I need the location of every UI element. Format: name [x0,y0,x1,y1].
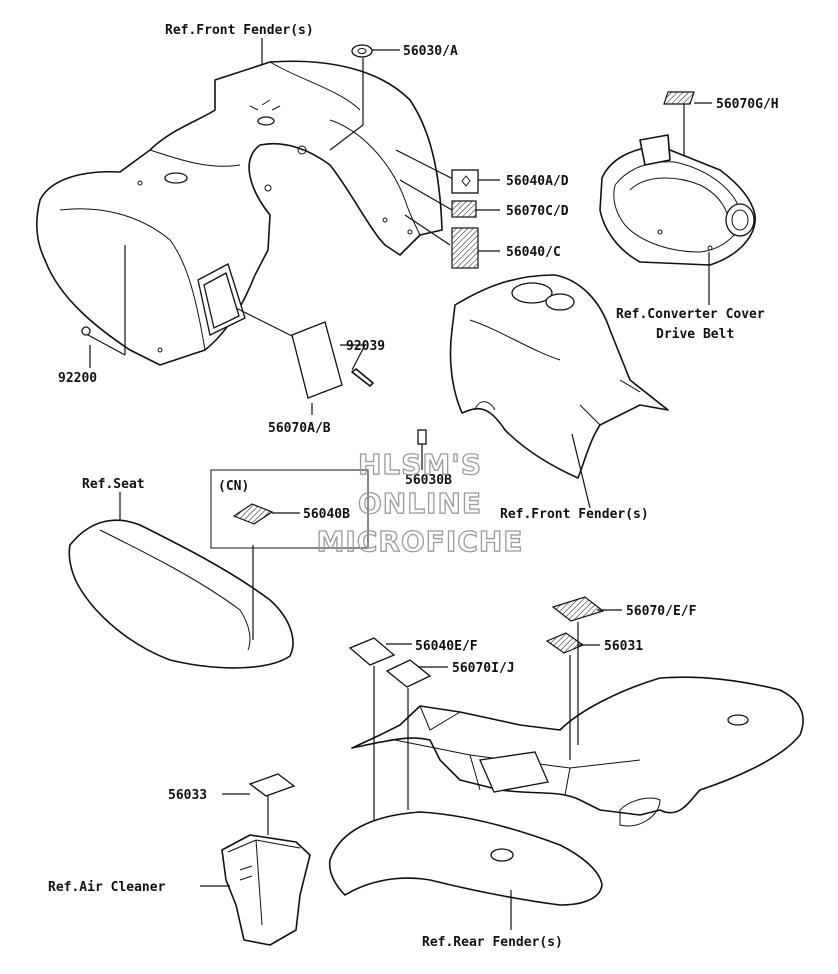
label-56031: 56031 [604,639,643,654]
label-92200: 92200 [58,371,97,386]
cn-box [210,469,369,640]
label-ref-seat: Ref.Seat [82,477,145,492]
top-small-parts [81,44,479,399]
label-drive-belt: Drive Belt [656,327,734,342]
label-ref-converter-cover: Ref.Converter Cover [616,307,765,322]
label-56040c: 56040/C [506,245,561,260]
label-56040ad: 56040A/D [506,174,569,189]
label-56070ef: 56070/E/F [626,604,697,619]
watermark: HLSM'S ONLINE MICROFICHE [316,447,524,558]
label-ref-front-fender-top: Ref.Front Fender(s) [165,23,314,38]
label-56070gh: 56070G/H [716,97,779,112]
label-56040ef: 56040E/F [415,639,478,654]
rear-decals [348,596,622,820]
label-ref-rear-fender: Ref.Rear Fender(s) [422,935,563,950]
rear-fender-drawing [328,676,804,930]
label-56030b: 56030B [405,473,452,488]
front-fender-top-drawing [35,60,443,366]
seat-drawing [68,492,294,669]
leader-lines-top [87,38,500,415]
label-cn: (CN) [218,479,249,494]
watermark-line1: HLSM'S [358,448,482,481]
watermark-line2: ONLINE [358,487,482,520]
callout-labels: Ref.Front Fender(s) 56030/A 56070G/H 560… [48,23,779,950]
label-ref-air-cleaner: Ref.Air Cleaner [48,880,166,895]
label-56070cd: 56070C/D [506,204,569,219]
label-56040b: 56040B [303,507,350,522]
label-56070ij: 56070I/J [452,661,515,676]
front-fender-mid-drawing [417,274,669,509]
label-ref-front-fender-mid: Ref.Front Fender(s) [500,507,649,522]
converter-cover-drawing [599,91,756,305]
label-56070ab: 56070A/B [268,421,331,436]
label-56033: 56033 [168,788,207,803]
watermark-line3: MICROFICHE [317,525,524,558]
air-cleaner-drawing [200,773,311,946]
label-92039: 92039 [346,339,385,354]
label-56030a: 56030/A [403,44,458,59]
